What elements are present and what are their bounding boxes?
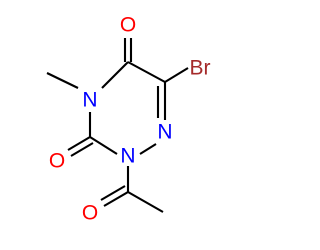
bond-c6-br [164,67,189,83]
bond-n4-c5 [101,61,129,89]
atom-labels: O Br N N O N O [49,14,211,225]
bonds [46,38,189,213]
atom-n-methyl: N [82,89,97,112]
bond-n1-n2 [139,143,157,155]
atom-n-acetyl: N [120,145,135,168]
bond-n4-methyl [46,72,79,89]
atom-br: Br [190,57,211,80]
bond-c3-o-double-a [67,136,91,151]
molecule-diagram: O Br N N O N O [46,14,211,225]
bond-c3-o-double-b [70,142,94,157]
atom-n-ring-right: N [157,121,172,144]
atom-o-top: O [120,14,136,37]
bond-acetyl-c-o-double-a [103,191,129,207]
bond-acetyl-c-methyl [127,191,164,213]
bond-acetyl-c-o-double-b [100,185,126,201]
bond-n2-c3 [89,136,118,155]
atom-o-left: O [49,150,65,173]
atom-o-bottom: O [82,202,98,225]
bond-c5-c6 [127,61,166,83]
